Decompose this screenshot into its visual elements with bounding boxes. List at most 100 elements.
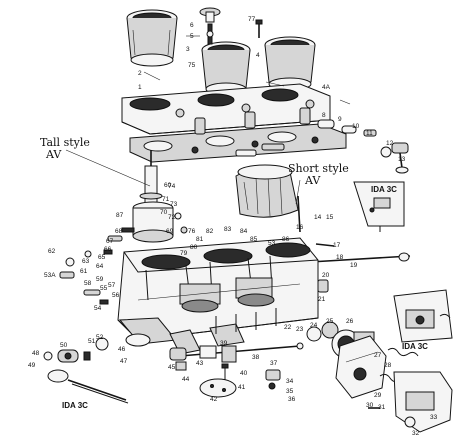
part-number: 43 bbox=[196, 360, 204, 367]
part-number: 10 bbox=[352, 123, 360, 130]
part-number: 37 bbox=[270, 360, 278, 367]
carburetor-main-body bbox=[117, 237, 319, 341]
part-number: 34 bbox=[286, 378, 294, 385]
part-number: 4A bbox=[322, 84, 330, 91]
part-number: 61 bbox=[80, 268, 88, 275]
part-number: 8 bbox=[322, 112, 326, 119]
pump-cover bbox=[335, 335, 419, 399]
part-number: 20 bbox=[322, 272, 330, 279]
part-number: 72 bbox=[168, 214, 176, 221]
callout-upper-right bbox=[353, 181, 405, 232]
part-number: 16 bbox=[296, 224, 304, 231]
part-number: 24 bbox=[310, 322, 318, 329]
part-number: 35 bbox=[286, 388, 294, 395]
studs bbox=[215, 308, 277, 334]
part-number: 11 bbox=[366, 130, 373, 137]
linkage-parts bbox=[175, 345, 281, 390]
screw-45 bbox=[221, 363, 229, 380]
air-horn-base-plate bbox=[121, 83, 331, 135]
part-number: 67 bbox=[106, 238, 114, 245]
part-number: 86 bbox=[282, 236, 290, 243]
pump-rod-left bbox=[47, 369, 129, 404]
part-number: 73 bbox=[170, 201, 178, 208]
gasket-plate bbox=[129, 123, 347, 163]
part-number: 14 bbox=[314, 214, 322, 221]
part-number: 12 bbox=[386, 140, 394, 147]
ida-3c-tag-left: IDA 3C bbox=[62, 401, 88, 410]
part-number: 23 bbox=[296, 326, 304, 333]
part-number: 68 bbox=[115, 228, 123, 235]
part-number: 85 bbox=[250, 236, 258, 243]
part-number: 52 bbox=[96, 334, 104, 341]
small-fittings-left bbox=[59, 212, 188, 305]
part-number: 28 bbox=[384, 362, 392, 369]
air-horn-right bbox=[264, 36, 316, 91]
part-number: 49 bbox=[28, 362, 36, 369]
part-number: 44 bbox=[182, 376, 190, 383]
part-number: 25 bbox=[326, 318, 334, 325]
part-number: 55 bbox=[100, 285, 108, 292]
air-horn-left bbox=[126, 9, 178, 67]
ida-3c-tag-upper: IDA 3C bbox=[371, 185, 397, 194]
jet-holders bbox=[194, 107, 392, 158]
part-number: 66 bbox=[104, 246, 112, 253]
part-number: 82 bbox=[206, 228, 214, 235]
part-number: 81 bbox=[196, 236, 204, 243]
short-style-label: Short style bbox=[288, 162, 349, 175]
air-horn-middle bbox=[201, 41, 251, 96]
part-number: 59 bbox=[96, 276, 104, 283]
part-number: 76 bbox=[188, 228, 196, 235]
part-number: 27 bbox=[374, 352, 382, 359]
part-number: 77 bbox=[248, 16, 256, 23]
part-number: 5 bbox=[190, 33, 194, 40]
part-number: 84 bbox=[240, 228, 248, 235]
part-number: 42 bbox=[210, 396, 218, 403]
part-number: 15 bbox=[326, 214, 334, 221]
part-number: 75 bbox=[188, 62, 196, 69]
part-number: 26 bbox=[346, 318, 354, 325]
part-number: 57 bbox=[108, 282, 116, 289]
part-number: 51 bbox=[88, 338, 96, 345]
fuel-inlet-stubs bbox=[235, 143, 285, 157]
part-number: 31 bbox=[378, 404, 386, 411]
short-style-av-label: AV bbox=[305, 174, 321, 187]
leader-tall-av bbox=[65, 149, 151, 187]
part-number: 39 bbox=[220, 340, 228, 347]
part-number: 19 bbox=[350, 262, 358, 269]
part-number: 30 bbox=[366, 402, 374, 409]
part-number: 41 bbox=[238, 384, 246, 391]
part-number: 36 bbox=[288, 396, 296, 403]
part-number: 46 bbox=[118, 346, 126, 353]
part-number: 2 bbox=[138, 70, 142, 77]
part-number: 1 bbox=[138, 84, 142, 91]
throttle-disc bbox=[199, 378, 237, 398]
part-number: 40 bbox=[240, 370, 248, 377]
part-number: 56 bbox=[112, 292, 120, 299]
tall-style-label: Tall style bbox=[40, 136, 90, 149]
part-number: 13 bbox=[398, 156, 406, 163]
part-number: 47 bbox=[120, 358, 128, 365]
part-number: 63 bbox=[82, 258, 90, 265]
part-number: 4 bbox=[256, 52, 260, 59]
part-number: 18 bbox=[336, 254, 344, 261]
part-number: 64 bbox=[96, 263, 104, 270]
part-number: 83 bbox=[224, 226, 232, 233]
part-number: 74 bbox=[168, 183, 176, 190]
float-cylinder bbox=[132, 201, 174, 243]
part-number: 32 bbox=[412, 430, 420, 437]
part-number: 21 bbox=[318, 296, 326, 303]
part-number: 65 bbox=[98, 254, 106, 261]
part-number: 69 bbox=[166, 228, 174, 235]
part-number: 3 bbox=[186, 46, 190, 53]
part-number: 33 bbox=[430, 414, 438, 421]
part-number: 53 bbox=[268, 240, 276, 247]
part-number: 80 bbox=[190, 244, 198, 251]
banjo-fitting bbox=[391, 142, 409, 174]
part-number: 71 bbox=[162, 196, 170, 203]
top-cap-fitting bbox=[199, 7, 221, 45]
part-number: 48 bbox=[32, 350, 40, 357]
part-number: 53A bbox=[44, 272, 56, 279]
tall-style-av-label: AV bbox=[46, 148, 62, 161]
part-number: 45 bbox=[168, 364, 176, 371]
